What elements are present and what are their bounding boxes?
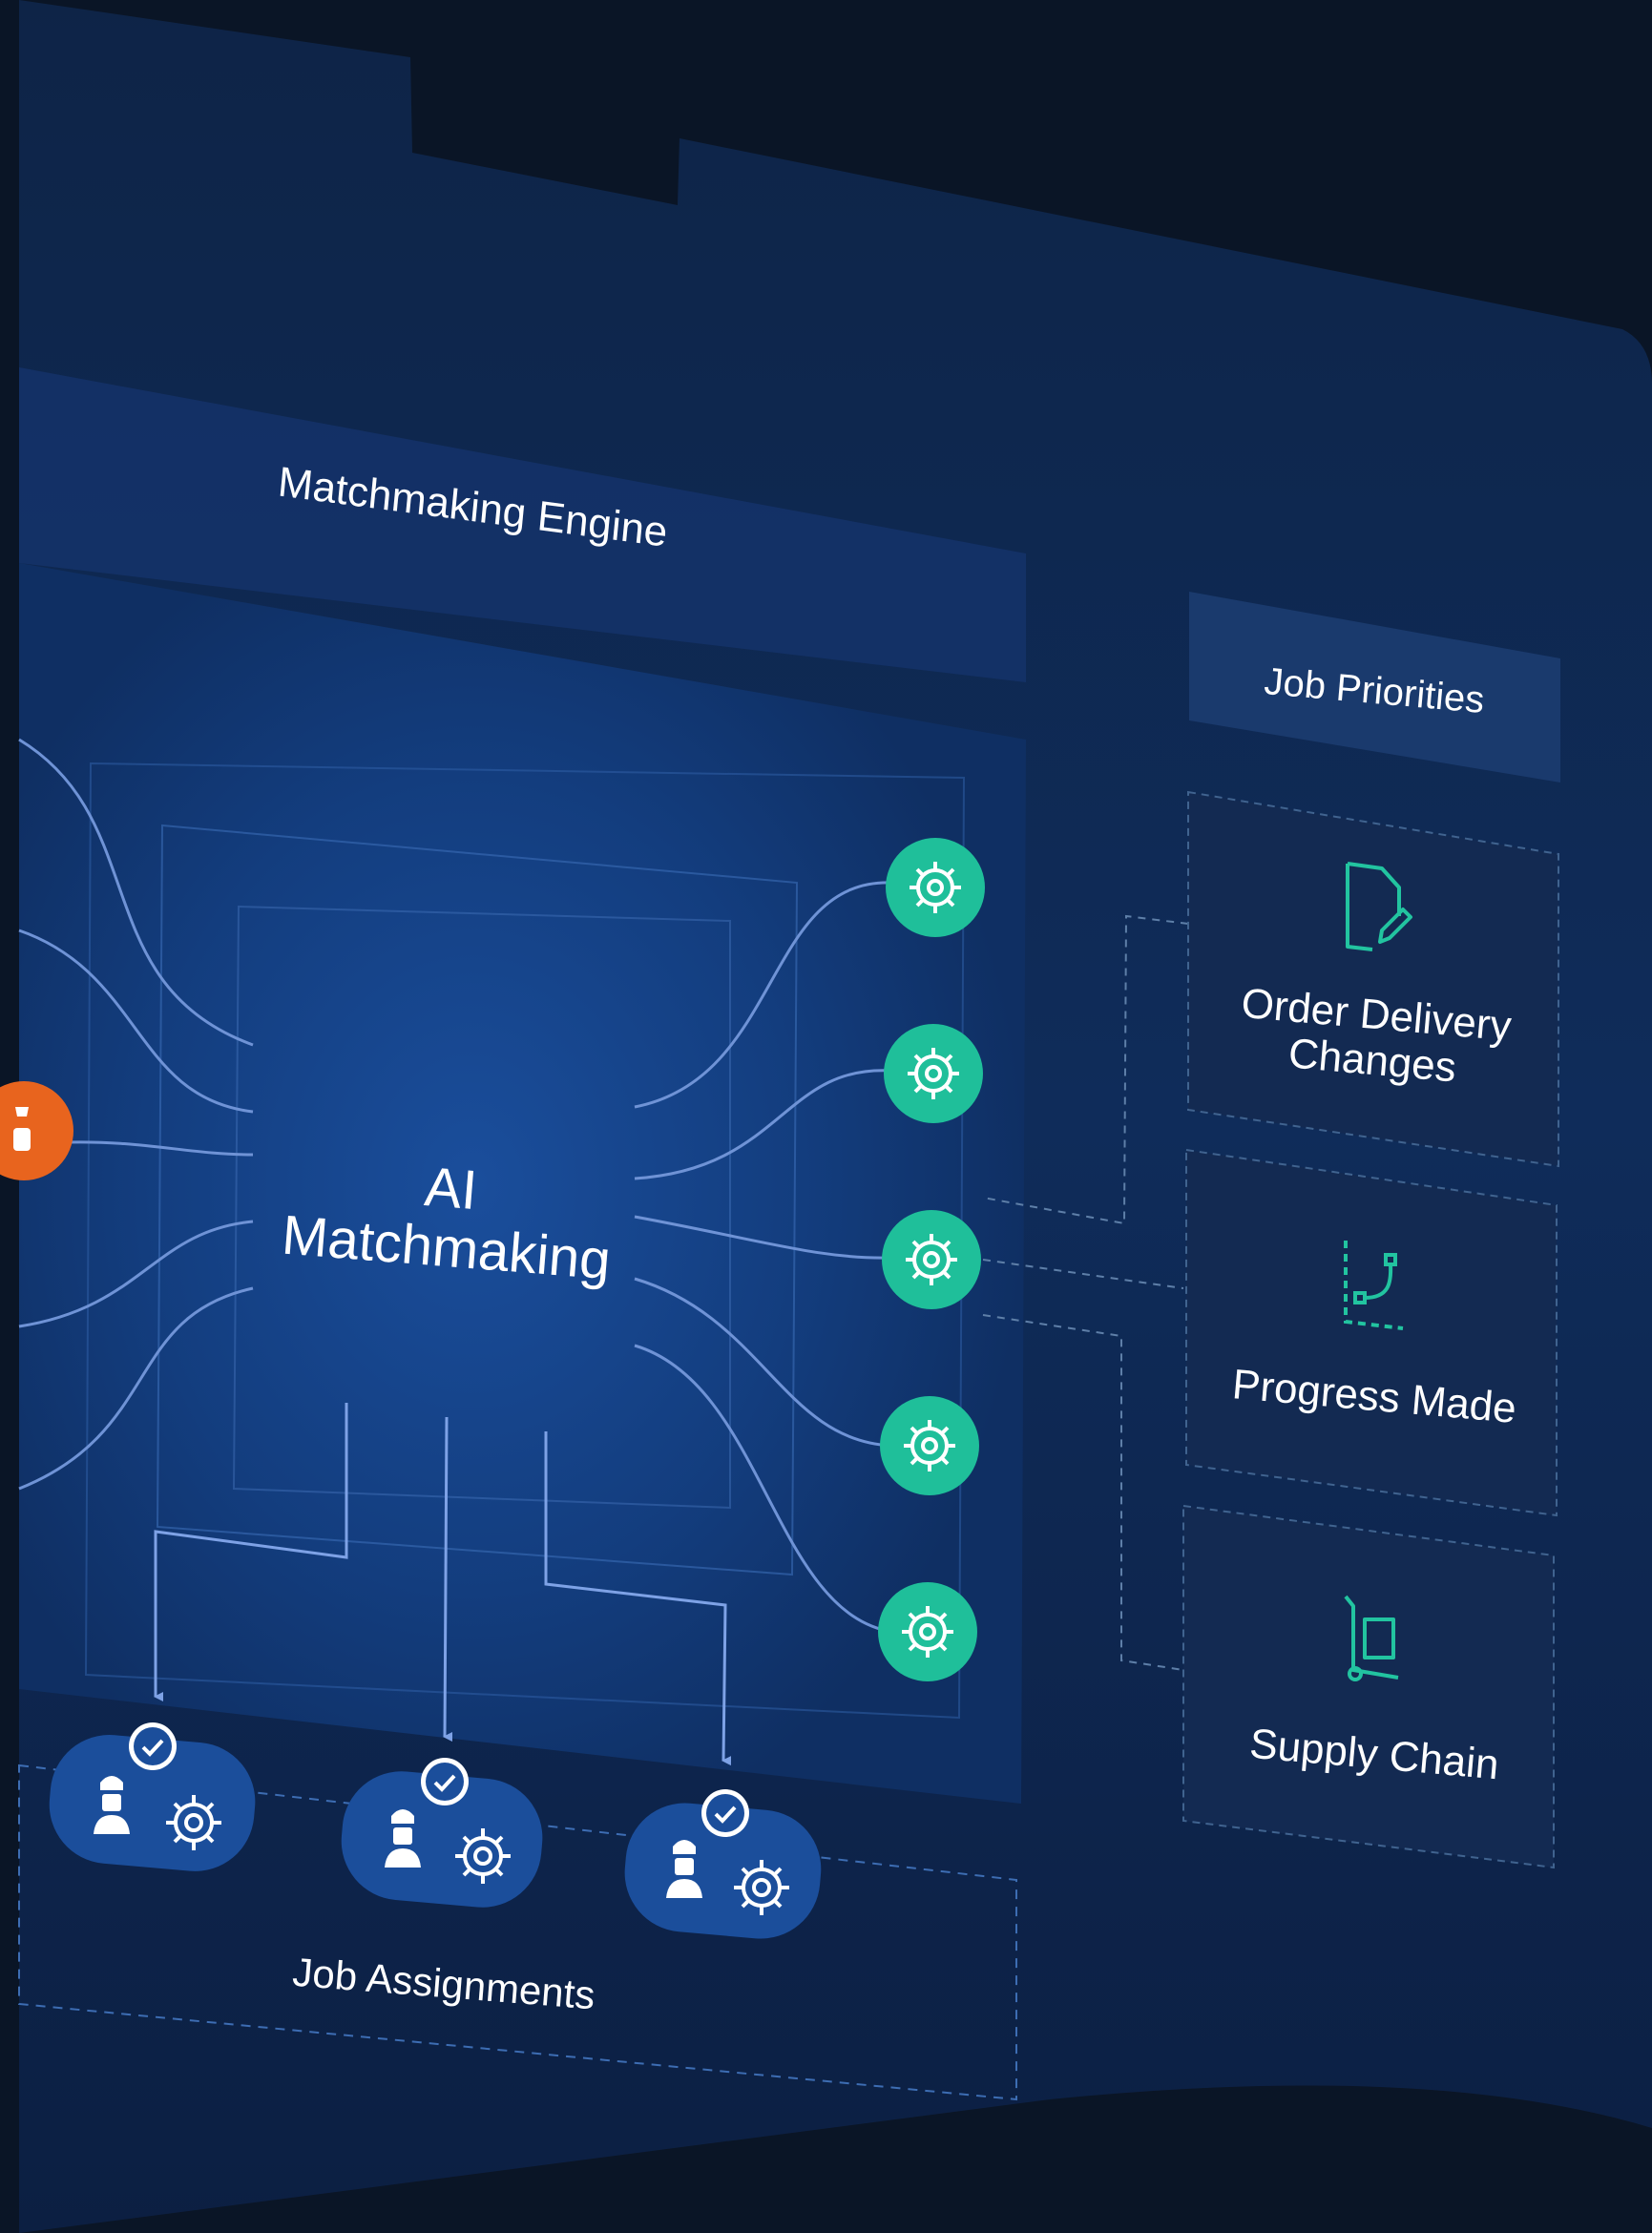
gear-node-2 [884,1024,983,1123]
gear-node-4 [880,1396,979,1495]
inner-frame-2 [156,824,799,1576]
check-icon [433,1774,456,1792]
document-edit-icon [1346,862,1412,951]
check-icon [714,1805,737,1824]
assignment-1 [49,1722,256,1871]
priority-connectors [982,914,1189,1671]
input-curves [18,738,254,1491]
worker-icon [13,1107,31,1151]
gear-icon [734,1860,789,1915]
gear-node-3 [882,1210,981,1309]
gear-icon [455,1828,511,1884]
priorities-header [1189,592,1560,783]
priority-card-1 [1187,790,1559,1168]
gear-node-1 [886,838,985,937]
assignment-arrows [154,1403,732,1766]
assignments-panel [18,1763,1017,2101]
gear-node-5 [878,1582,977,1681]
gear-nodes [878,838,985,1681]
route-path-icon [1344,1241,1404,1330]
hand-truck-icon [1344,1595,1399,1681]
worker-icon [666,1840,702,1898]
priority-card-3 [1182,1504,1555,1869]
priority-card-2 [1185,1148,1558,1517]
gear-icon [166,1795,221,1850]
gear-icon [904,1420,955,1471]
inner-frame-1 [84,762,966,1720]
check-icon [141,1739,164,1757]
engine-header-band [19,367,1026,682]
engine-panel [19,563,1026,1804]
source-node [0,1081,73,1180]
assignment-3 [624,1789,822,1939]
gear-icon [902,1606,953,1658]
gear-icon [910,862,961,913]
inner-frame-3 [232,905,731,1510]
gear-icon [908,1048,959,1099]
worker-icon [94,1776,130,1834]
output-curves [634,881,893,1634]
gear-icon [906,1234,957,1285]
assignment-2 [341,1758,543,1908]
worker-icon [385,1809,421,1868]
